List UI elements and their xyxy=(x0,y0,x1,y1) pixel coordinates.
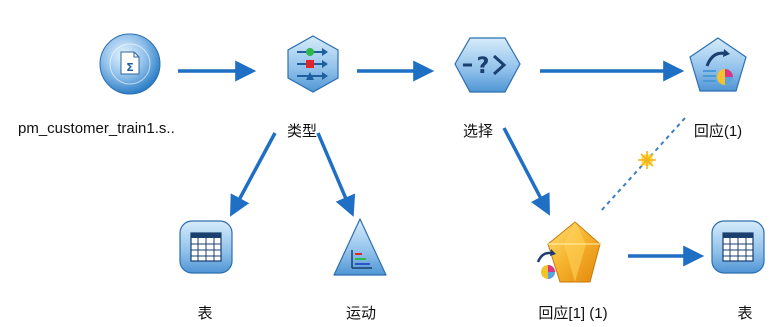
select-node[interactable]: ? xyxy=(454,37,521,93)
evaluation-node-label[interactable]: 运动 xyxy=(345,305,377,322)
svg-text:?: ? xyxy=(477,54,490,79)
table-node-1[interactable] xyxy=(179,220,233,274)
connections xyxy=(178,60,705,267)
svg-text:Σ: Σ xyxy=(126,61,134,74)
model-nugget-icon xyxy=(536,221,601,283)
type-node-label[interactable]: 类型 xyxy=(286,123,318,140)
response-nugget-label[interactable]: 回应[1] (1) xyxy=(538,305,608,322)
type-node-icon xyxy=(287,35,339,93)
evaluation-chart-icon xyxy=(333,218,387,276)
table-node-1-label[interactable]: 表 xyxy=(197,305,213,322)
type-node[interactable] xyxy=(287,35,339,93)
select-node-label[interactable]: 选择 xyxy=(462,123,494,140)
response-model-label[interactable]: 回应(1) xyxy=(693,123,743,140)
table-node-icon xyxy=(711,220,765,274)
select-node-icon: ? xyxy=(454,37,521,93)
connection-select-nugget[interactable] xyxy=(502,127,550,216)
response-model-icon xyxy=(689,37,747,92)
sas-file-source-icon: Σ xyxy=(99,33,161,95)
evaluation-node[interactable] xyxy=(333,218,387,276)
source-node-label[interactable]: pm_customer_train1.s.. xyxy=(18,120,175,137)
table-node-2-label[interactable]: 表 xyxy=(737,305,753,322)
response-model-node[interactable] xyxy=(689,37,747,92)
connection-type-table[interactable] xyxy=(230,132,277,217)
model-link-dashed xyxy=(599,117,686,213)
table-node-2[interactable] xyxy=(711,220,765,274)
response-nugget-node[interactable] xyxy=(536,221,601,283)
refresh-spark-icon xyxy=(638,151,656,169)
table-node-icon xyxy=(179,220,233,274)
source-node[interactable]: Σ xyxy=(99,33,161,95)
connection-type-evaluation[interactable] xyxy=(316,132,356,217)
